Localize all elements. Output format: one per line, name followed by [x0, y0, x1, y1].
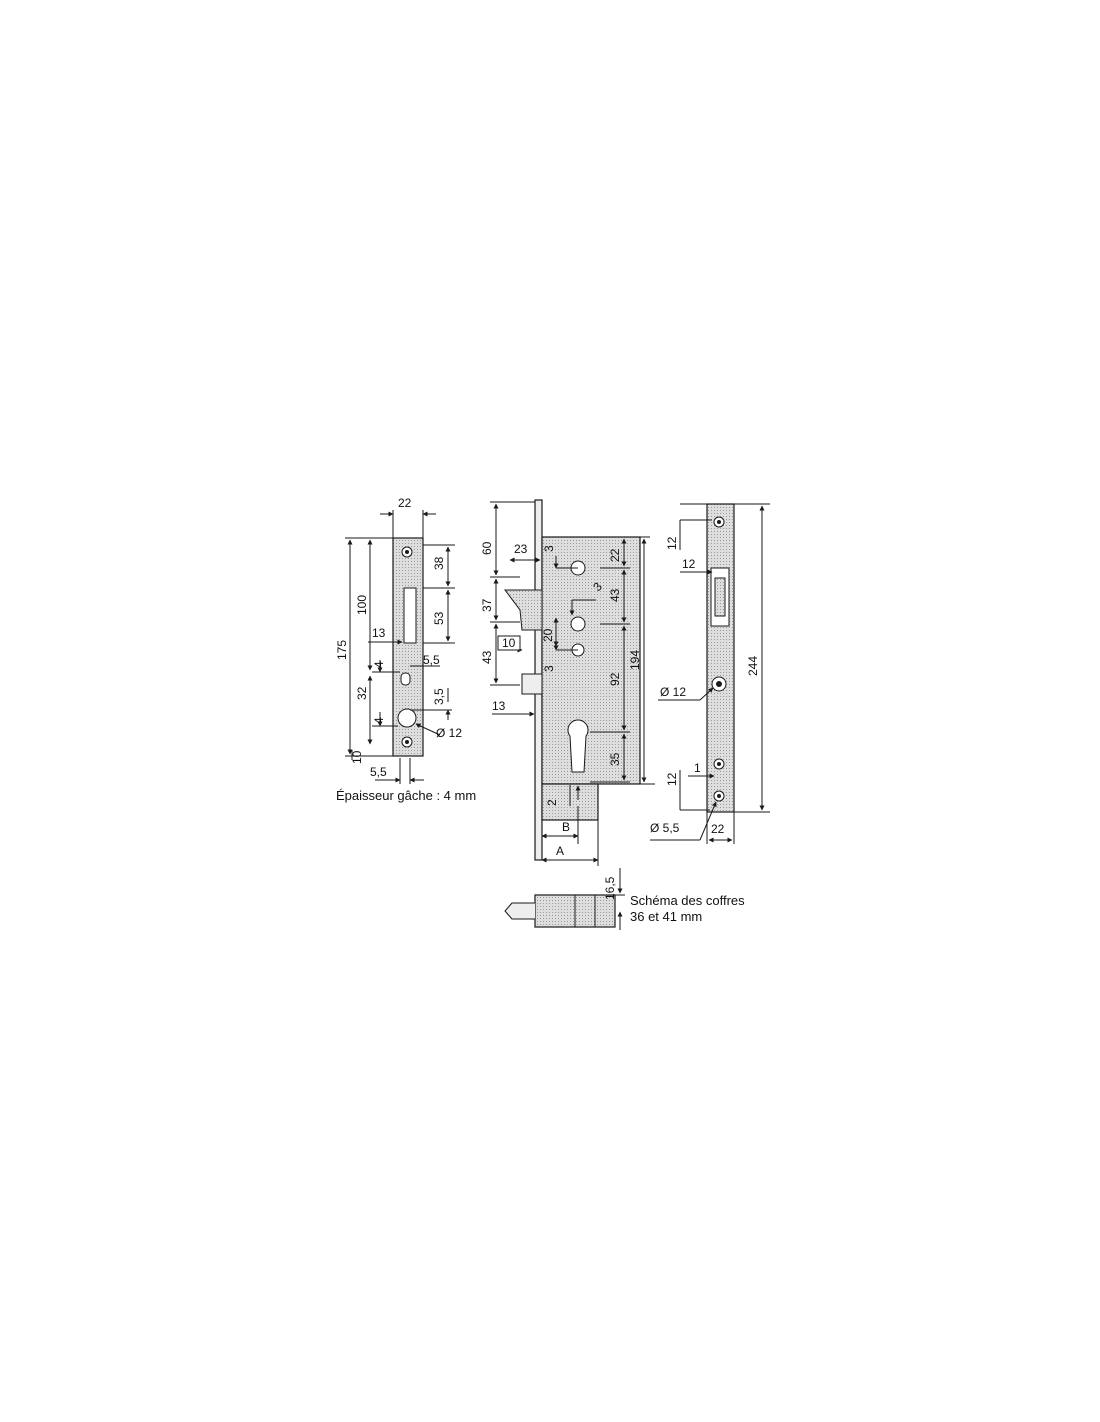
lock-A-label: A	[556, 844, 564, 858]
lock-2-label: 2	[545, 799, 559, 806]
strike-width-label: 22	[398, 496, 412, 510]
strike-53-label: 53	[432, 611, 446, 625]
faceplate-244-label: 244	[746, 656, 760, 676]
faceplate-view: 12 12 244 Ø 12 12 1 Ø 5,5 22	[650, 503, 770, 844]
lock-43-right-label: 43	[608, 588, 622, 602]
strike-32-label: 32	[355, 686, 369, 700]
strike-small-hole	[400, 672, 411, 686]
lock-92-label: 92	[608, 672, 622, 686]
faceplate-12-slot-label: 12	[682, 557, 696, 571]
lock-43-left-label: 43	[480, 650, 494, 664]
strike-4-top-label: 4	[372, 661, 386, 668]
lock-10-label: 10	[502, 636, 516, 650]
lock-3-c-label: 3	[542, 665, 556, 672]
dead-bolt-pin	[521, 673, 543, 695]
faceplate-12-bottom-label: 12	[665, 772, 679, 786]
strike-13-label: 13	[372, 626, 386, 640]
strike-large-hole	[397, 708, 417, 728]
lock-case-view: 60 37 43 23 10 13 3 3 3 20 22 43	[480, 499, 655, 866]
strike-4-bottom-label: 4	[372, 717, 386, 724]
strike-hole-5-5-label: 5,5	[423, 653, 440, 667]
side-view-pin	[504, 902, 535, 920]
faceplate-1-label: 1	[694, 761, 701, 775]
lock-case-body	[541, 536, 641, 785]
faceplate-12-top-label: 12	[665, 536, 679, 550]
lock-22-label: 22	[608, 548, 622, 562]
side-view: 16,5 Schéma des coffres 36 et 41 mm	[504, 868, 745, 930]
strike-height-total-label: 175	[335, 640, 349, 660]
strike-plate-view: 22 175 100 38 53 13 4 5,5 32 3,	[335, 496, 476, 803]
strike-height-100-label: 100	[355, 595, 369, 615]
strike-bottom-5-5-label: 5,5	[370, 765, 387, 779]
faceplate-width-label: 22	[711, 822, 725, 836]
lock-35-label: 35	[608, 752, 622, 766]
lock-23-label: 23	[514, 542, 528, 556]
lock-B-label: B	[562, 820, 570, 834]
follower-middle	[570, 616, 586, 632]
cylinder-cutout	[567, 719, 589, 773]
faceplate-hole-5-5-label: Ø 5,5	[650, 821, 680, 835]
faceplate-hole-12-label: Ø 12	[660, 685, 686, 699]
lock-60-label: 60	[480, 541, 494, 555]
lock-3-a-label: 3	[542, 545, 556, 552]
strike-hole-12-label: Ø 12	[436, 726, 462, 740]
lock-37-label: 37	[480, 598, 494, 612]
strike-slot	[403, 587, 417, 644]
strike-3-5-label: 3,5	[432, 688, 446, 705]
side-view-caption-line1: Schéma des coffres	[630, 893, 745, 908]
latch-bolt	[504, 589, 543, 631]
side-view-caption-line2: 36 et 41 mm	[630, 909, 702, 924]
strike-10-label: 10	[350, 750, 364, 764]
lock-20-label: 20	[541, 628, 555, 642]
lock-13-label: 13	[492, 699, 506, 713]
strike-38-label: 38	[432, 556, 446, 570]
side-view-16-5-label: 16,5	[603, 876, 617, 900]
lock-194-label: 194	[628, 650, 642, 670]
strike-thickness-note: Épaisseur gâche : 4 mm	[336, 788, 476, 803]
